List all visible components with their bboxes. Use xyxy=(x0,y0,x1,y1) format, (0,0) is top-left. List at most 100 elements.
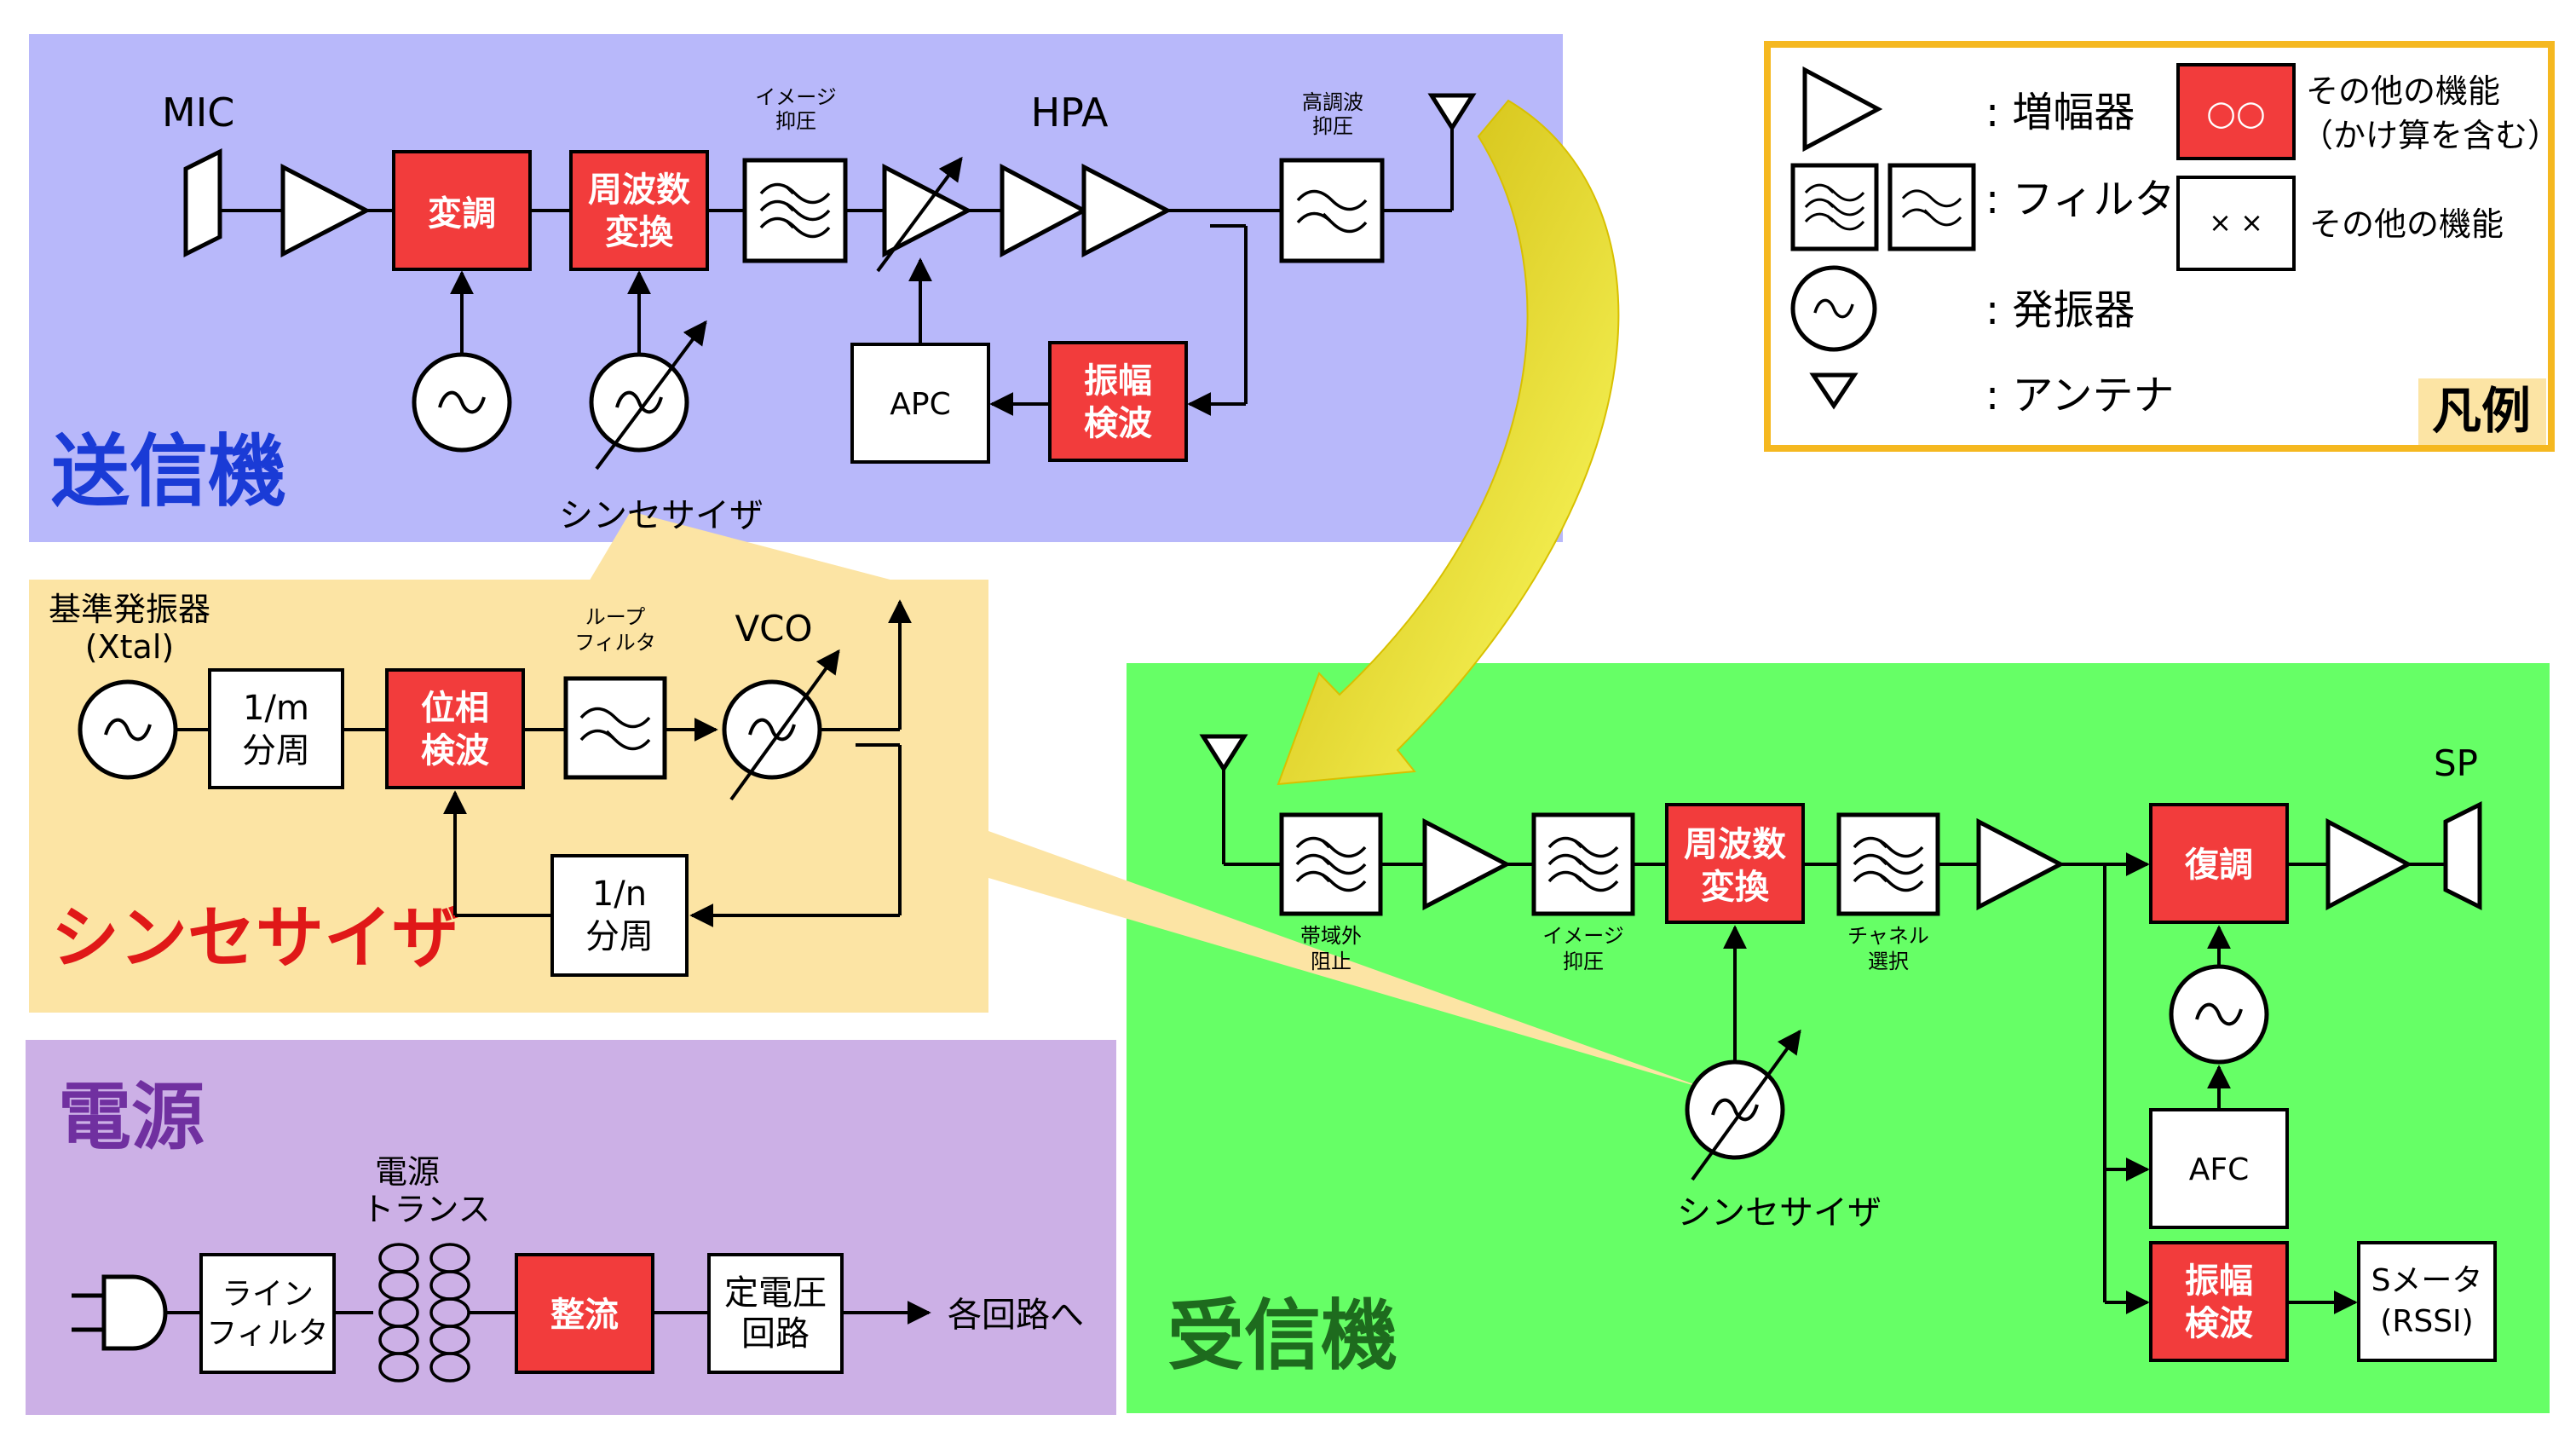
power-transformer-icon xyxy=(378,1243,470,1383)
synth-loop-filter xyxy=(563,676,667,780)
tx-image-filter xyxy=(742,158,848,263)
rx-lna xyxy=(1422,817,1512,911)
tx-carrier-osc xyxy=(412,352,512,453)
power-line-filter-label-2: フィルタ xyxy=(206,1316,328,1351)
synth-ref-osc xyxy=(78,679,178,780)
rx-freqconv-label-2: 変換 xyxy=(1701,868,1770,907)
synth-loop-filter-label-1: ループ xyxy=(585,605,646,629)
rx-smeter-label-2: (RSSI) xyxy=(2380,1304,2473,1339)
rx-image-filter xyxy=(1531,812,1635,916)
rx-demod-osc xyxy=(2169,964,2269,1065)
rx-afc-label: AFC xyxy=(2189,1152,2249,1187)
tx-apc-label: APC xyxy=(890,387,950,422)
power-line-filter-block xyxy=(199,1253,336,1374)
power-transformer-label-2: トランス xyxy=(361,1191,490,1228)
tx-antenna-icon xyxy=(1427,93,1477,132)
rx-band-reject-label-1: 帯域外 xyxy=(1300,924,1362,948)
power-regulator-label-1: 定電圧 xyxy=(724,1273,827,1313)
power-transformer-label-1: 電源 xyxy=(375,1153,440,1191)
tx-amp-1 xyxy=(280,163,372,258)
synth-div-n-label-1: 1/n xyxy=(592,875,647,914)
legend-amp-label: : 増幅器 xyxy=(1985,89,2135,136)
rx-image-reject-label-1: イメージ xyxy=(1542,924,1624,948)
rx-channel-label-2: 選択 xyxy=(1868,950,1909,973)
tx-microphone-icon xyxy=(183,147,222,258)
tx-image-reject-label-1: イメージ xyxy=(755,85,837,109)
tx-image-reject-label-2: 抑圧 xyxy=(775,109,816,133)
synth-phase-det-label-2: 検波 xyxy=(421,731,489,771)
legend-osc-icon xyxy=(1790,265,1877,352)
legend-red-symbol: ○○ xyxy=(2206,94,2266,133)
power-line-filter-label-1: ライン xyxy=(222,1277,314,1312)
synth-phase-det-label-1: 位相 xyxy=(421,689,489,728)
tx-freqconv-label-2: 変換 xyxy=(605,213,674,252)
tx-hpa-amp-1 xyxy=(1000,163,1089,258)
synth-callout-top xyxy=(588,511,903,583)
rx-audio-amp xyxy=(2325,817,2413,911)
rx-if-amp xyxy=(1976,817,2066,911)
tx-apc-block xyxy=(850,343,990,464)
rx-amp-det-label-1: 振幅 xyxy=(2185,1261,2253,1301)
synth-callout-right xyxy=(988,831,1713,1091)
synth-vco-label: VCO xyxy=(735,608,812,649)
legend-red-label-1: その他の機能 xyxy=(2306,72,2500,110)
tx-freqconv-block xyxy=(569,150,709,271)
legend-red-block xyxy=(2176,63,2296,160)
tx-harmonic-filter xyxy=(1279,158,1385,263)
rx-smeter-block xyxy=(2357,1241,2497,1362)
synth-div-m-block xyxy=(208,668,344,789)
legend-antenna-label: : アンテナ xyxy=(1985,372,2175,419)
rx-sp-label: SP xyxy=(2434,742,2478,784)
rx-freqconv-block xyxy=(1665,803,1805,924)
synth-div-m-label-1: 1/m xyxy=(243,689,309,728)
tx-mic-label: MIC xyxy=(162,89,234,136)
tx-freqconv-label-1: 周波数 xyxy=(588,170,690,210)
rx-channel-label-1: チャネル xyxy=(1847,924,1929,948)
rx-demod-label: 復調 xyxy=(2184,846,2253,885)
power-plug-icon xyxy=(72,1274,168,1351)
rx-synth-osc xyxy=(1685,1029,1801,1181)
synth-ref-osc-label-2: (Xtal) xyxy=(85,628,174,666)
tx-variable-amp xyxy=(876,156,973,273)
rx-freqconv-label-1: 周波数 xyxy=(1684,825,1786,864)
tx-amp-det-label-1: 振幅 xyxy=(1084,361,1152,401)
rx-speaker-icon xyxy=(2443,800,2482,911)
tx-hpa-label: HPA xyxy=(1031,89,1109,136)
rx-antenna-icon xyxy=(1199,734,1248,773)
transmitter-panel xyxy=(29,34,1563,542)
rx-amp-det-label-2: 検波 xyxy=(2185,1304,2253,1343)
legend-filter-icon-1 xyxy=(1790,163,1879,251)
tx-title: 送信機 xyxy=(51,426,286,517)
legend-osc-label: : 発振器 xyxy=(1985,286,2135,334)
power-output-label: 各回路へ xyxy=(948,1296,1084,1335)
synth-title: シンセサイザ xyxy=(51,898,460,978)
rx-image-reject-label-2: 抑圧 xyxy=(1563,950,1604,973)
tx-modulator-label: 変調 xyxy=(428,194,496,234)
power-rectifier-label: 整流 xyxy=(550,1296,619,1335)
synth-div-n-block xyxy=(550,854,689,977)
legend-filter-label: : フィルタ xyxy=(1985,176,2175,223)
legend-title-bg xyxy=(2418,378,2546,445)
receiver-panel xyxy=(1127,663,2550,1413)
legend-filter-icon-2 xyxy=(1887,163,1976,251)
synth-vco xyxy=(722,649,840,801)
legend-white-label: その他の機能 xyxy=(2309,205,2504,243)
synth-ref-osc-label-1: 基準発振器 xyxy=(49,591,210,628)
rx-synth-label: シンセサイザ xyxy=(1677,1193,1882,1233)
rx-channel-filter xyxy=(1836,812,1940,916)
legend-white-block xyxy=(2176,176,2296,271)
legend-white-symbol: × × xyxy=(2209,206,2263,239)
synth-loop-filter-label-2: フィルタ xyxy=(574,631,656,655)
tx-amp-det-label-2: 検波 xyxy=(1084,404,1152,443)
power-title: 電源 xyxy=(58,1075,205,1160)
tx-harmonic-label-2: 抑圧 xyxy=(1312,114,1353,138)
rx-band-reject-filter xyxy=(1279,812,1383,916)
tx-amp-det-block xyxy=(1048,341,1188,462)
legend-title: 凡例 xyxy=(2432,382,2531,440)
radio-link-arrow xyxy=(1276,99,1620,786)
power-regulator-label-2: 回路 xyxy=(741,1314,810,1354)
legend-antenna-icon xyxy=(1809,372,1859,410)
legend-amp-icon xyxy=(1802,66,1883,153)
synth-div-m-label-2: 分周 xyxy=(242,731,310,771)
